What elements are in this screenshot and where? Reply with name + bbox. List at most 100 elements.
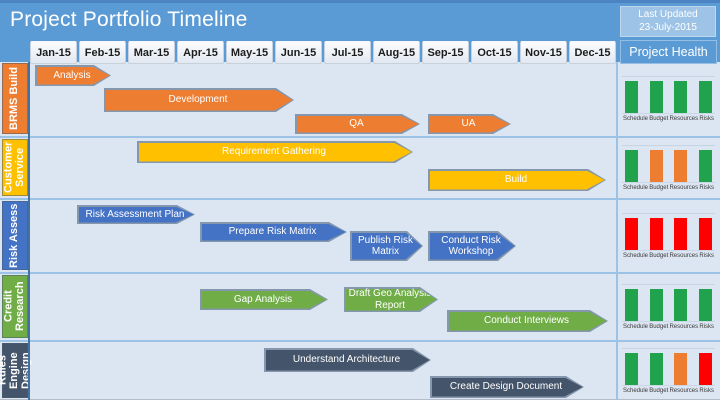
task-label: Build bbox=[504, 174, 528, 186]
health-bar-green bbox=[649, 353, 663, 385]
task-arrow[interactable]: Draft Geo Analysis Report bbox=[344, 287, 438, 312]
project-health-header: Project Health bbox=[620, 40, 717, 64]
row-label: Rules Engine Design bbox=[0, 343, 32, 398]
health-bars bbox=[622, 76, 715, 114]
task-arrow-fill: Prepare Risk Matrix bbox=[202, 224, 346, 241]
task-label: Create Design Document bbox=[449, 381, 563, 393]
task-label: UA bbox=[461, 118, 476, 130]
health-metric-label: Risks bbox=[699, 116, 714, 122]
health-bar-green bbox=[674, 289, 688, 321]
task-label: Conduct Risk Workshop bbox=[441, 234, 501, 257]
health-bars bbox=[622, 348, 715, 386]
health-metric-label: Schedule bbox=[623, 253, 649, 259]
health-bar-green bbox=[698, 81, 712, 113]
month-cell-sep-15: Sep-15 bbox=[422, 41, 469, 64]
task-label: Gap Analysis bbox=[233, 293, 293, 305]
health-bar-red bbox=[674, 218, 688, 250]
last-updated-badge: Last Updated 23-July-2015 bbox=[620, 6, 716, 37]
health-bar-orange bbox=[674, 150, 688, 182]
row-label: Customer Service bbox=[2, 139, 28, 196]
task-arrow-fill: Build bbox=[430, 171, 605, 190]
task-arrow-fill: Gap Analysis bbox=[202, 291, 327, 309]
row-label: Risk Assess bbox=[2, 201, 28, 270]
health-metric-label: Risks bbox=[699, 253, 714, 259]
task-arrow[interactable]: Gap Analysis bbox=[200, 289, 328, 310]
month-cell-feb-15: Feb-15 bbox=[79, 41, 126, 64]
health-bar-orange bbox=[674, 353, 688, 385]
page-title: Project Portfolio Timeline bbox=[10, 8, 248, 31]
task-label: Risk Assessment Plan bbox=[85, 208, 185, 220]
task-label: Understand Architecture bbox=[292, 354, 401, 366]
row-label: BRMS Build bbox=[2, 63, 28, 134]
health-metric-label: Budget bbox=[649, 324, 669, 330]
health-bar-green bbox=[625, 289, 638, 321]
health-bar-green bbox=[698, 289, 712, 321]
last-updated-label: Last Updated bbox=[638, 9, 698, 20]
task-arrow-fill: Analysis bbox=[37, 67, 110, 85]
task-label: Draft Geo Analysis Report bbox=[348, 288, 432, 311]
health-metric-label: Schedule bbox=[623, 116, 649, 122]
task-arrow[interactable]: Analysis bbox=[35, 65, 111, 86]
task-arrow-fill: Publish Risk Matrix bbox=[352, 233, 422, 260]
health-metric-label: Budget bbox=[649, 253, 669, 259]
task-arrow[interactable]: UA bbox=[428, 114, 511, 134]
task-arrow-fill: Create Design Document bbox=[432, 378, 583, 397]
month-cell-jul-15: Jul-15 bbox=[324, 41, 371, 64]
health-bar-green bbox=[649, 289, 663, 321]
task-arrow[interactable]: Requirement Gathering bbox=[137, 141, 413, 163]
health-column-divider bbox=[616, 62, 618, 400]
health-bar-green bbox=[625, 81, 638, 113]
task-arrow[interactable]: QA bbox=[295, 114, 420, 134]
task-arrow[interactable]: Development bbox=[104, 88, 294, 112]
task-label: Conduct Interviews bbox=[483, 315, 570, 327]
month-cell-apr-15: Apr-15 bbox=[177, 41, 224, 64]
task-label: Development bbox=[168, 94, 228, 106]
health-bar-green bbox=[649, 81, 663, 113]
month-cell-aug-15: Aug-15 bbox=[373, 41, 420, 64]
task-arrow[interactable]: Prepare Risk Matrix bbox=[200, 222, 347, 242]
month-cell-dec-15: Dec-15 bbox=[569, 41, 616, 64]
health-bars bbox=[622, 284, 715, 322]
task-label: Publish Risk Matrix bbox=[357, 234, 414, 257]
task-arrow-fill: Development bbox=[106, 90, 293, 111]
health-bar-green bbox=[625, 353, 638, 385]
task-arrow[interactable]: Risk Assessment Plan bbox=[77, 205, 195, 224]
task-arrow[interactable]: Conduct Risk Workshop bbox=[428, 231, 516, 261]
health-metric-label: Resources bbox=[669, 324, 699, 330]
health-metric-label: Resources bbox=[669, 116, 699, 122]
task-arrow-fill: Risk Assessment Plan bbox=[79, 207, 194, 223]
health-metric-label: Schedule bbox=[623, 388, 649, 394]
task-label: Analysis bbox=[53, 69, 91, 81]
health-bar-green bbox=[625, 150, 638, 182]
task-arrow-fill: Draft Geo Analysis Report bbox=[346, 289, 437, 311]
health-bars bbox=[622, 145, 715, 183]
task-arrow[interactable]: Understand Architecture bbox=[264, 348, 431, 372]
month-cell-jan-15: Jan-15 bbox=[30, 41, 77, 64]
task-arrow[interactable]: Conduct Interviews bbox=[447, 310, 608, 332]
health-metric-label: Risks bbox=[699, 185, 714, 191]
task-arrow[interactable]: Create Design Document bbox=[430, 376, 584, 398]
health-metric-label: Resources bbox=[669, 253, 699, 259]
task-label: Prepare Risk Matrix bbox=[228, 226, 317, 238]
health-metric-label: Resources bbox=[669, 388, 699, 394]
health-bar-orange bbox=[649, 150, 663, 182]
month-cell-oct-15: Oct-15 bbox=[471, 41, 518, 64]
last-updated-date: 23-July-2015 bbox=[639, 21, 697, 33]
task-arrow-fill: Requirement Gathering bbox=[139, 143, 412, 162]
task-arrow[interactable]: Build bbox=[428, 169, 606, 191]
task-arrow[interactable]: Publish Risk Matrix bbox=[350, 231, 423, 261]
task-label: Requirement Gathering bbox=[222, 146, 326, 158]
task-arrow-fill: Conduct Interviews bbox=[449, 312, 607, 331]
